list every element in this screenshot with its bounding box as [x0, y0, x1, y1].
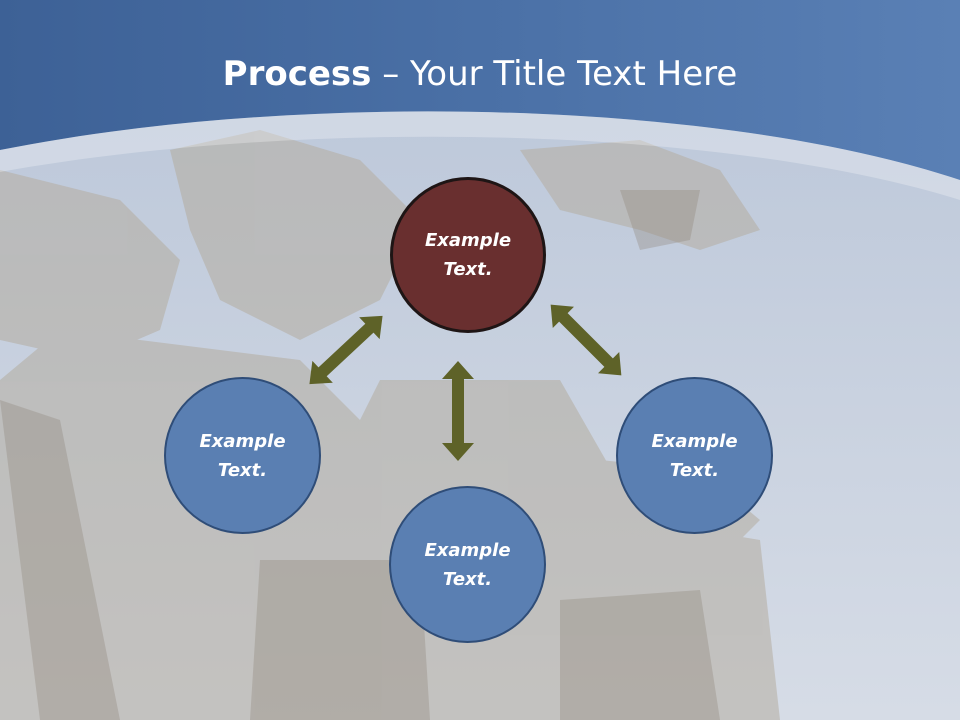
node-top-line2: Text.: [443, 259, 493, 280]
arrow-top-left: [309, 315, 383, 385]
arrow-top-right: [550, 304, 622, 376]
node-right-line1: Example: [651, 430, 738, 452]
header-band: [0, 0, 960, 180]
node-top-line1: Example: [424, 230, 512, 251]
node-bottom-line1: Example: [424, 539, 511, 561]
node-left-line1: Example: [199, 430, 286, 452]
header-arc-highlight: [0, 111, 960, 200]
statue-shading: [0, 190, 720, 720]
arrow-vertical: [442, 361, 474, 461]
node-bottom-line2: Text.: [442, 568, 493, 590]
title-bold: Process: [222, 54, 372, 94]
title-separator: –: [371, 54, 411, 94]
node-right-line2: Text.: [669, 459, 720, 481]
node-left-line2: Text.: [217, 459, 268, 481]
title-rest: Your Title Text Here: [410, 54, 738, 94]
slide-title: Process – Your Title Text Here: [0, 52, 960, 96]
arrows: [309, 304, 622, 461]
